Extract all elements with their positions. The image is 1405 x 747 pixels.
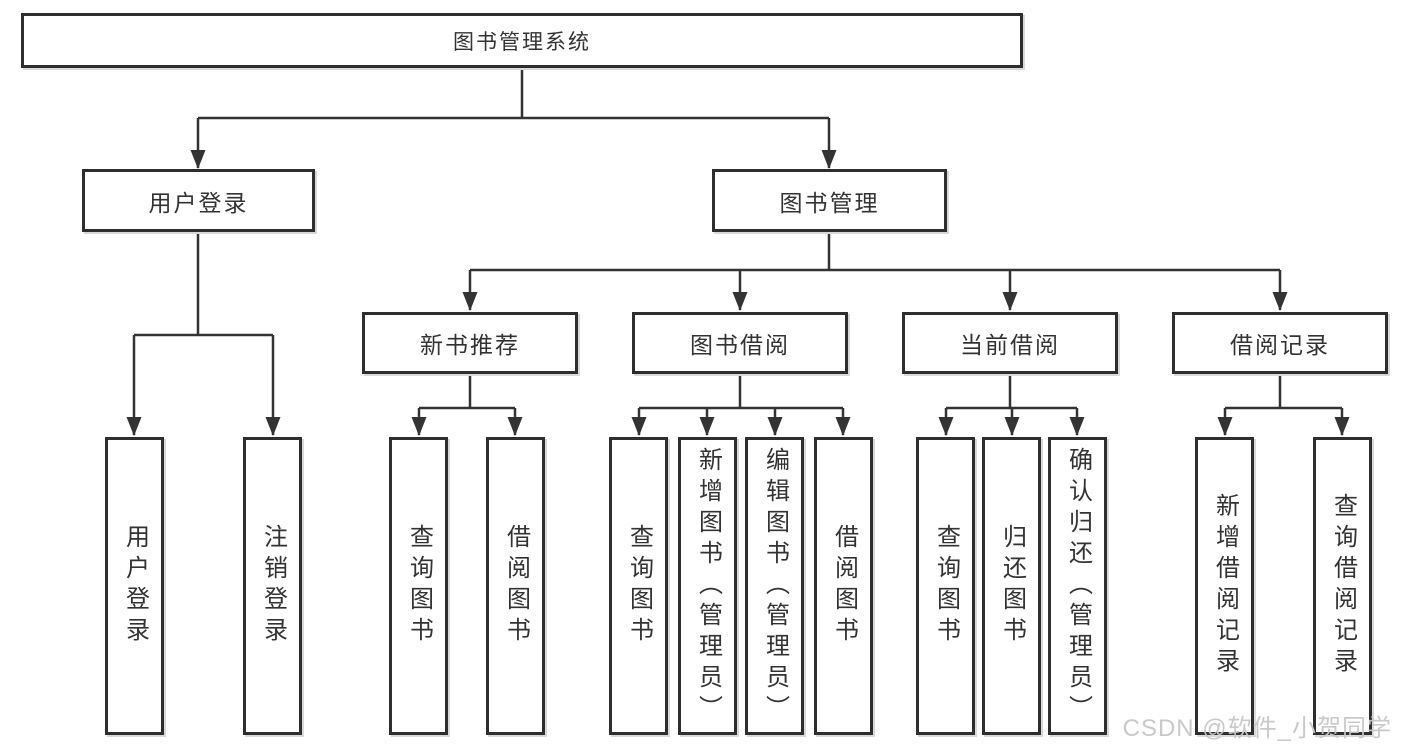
leaf-logout: 注销登录 [243,437,302,735]
node-label: 注销登录 [259,524,287,648]
node-label: 新增借阅记录 [1211,493,1239,679]
node-label: 查询借阅记录 [1329,493,1357,679]
leaf-return-book: 归还图书 [982,437,1041,735]
node-label: 新增图书（管理员） [694,446,722,726]
node-label: 用户登录 [121,524,149,648]
leaf-add-book-admin: 新增图书（管理员） [678,437,737,735]
node-label: 借阅图书 [502,524,530,648]
node-root-system: 图书管理系统 [21,13,1023,68]
connector-book-mgmt-branch [462,232,1288,311]
node-label: 查询图书 [405,524,433,648]
connector-book-borrow-branch [631,374,851,436]
csdn-watermark: CSDN @软件_小贺同学 [1122,715,1392,742]
leaf-borrow-books-recommend: 借阅图书 [486,437,545,735]
node-label: 确认归还（管理员） [1064,446,1092,726]
connector-user-login-branch [126,232,281,436]
leaf-query-books-borrowing: 查询图书 [609,437,668,735]
node-book-management: 图书管理 [712,169,947,232]
leaf-user-login: 用户登录 [105,437,164,735]
connector-new-book-branch [411,374,523,436]
connector-root-to-level2 [190,68,837,169]
leaf-add-borrow-record: 新增借阅记录 [1195,437,1254,735]
node-book-borrowing: 图书借阅 [632,312,848,374]
node-label: 借阅记录 [1230,332,1330,358]
leaf-query-books-current: 查询图书 [916,437,975,735]
node-label: 归还图书 [998,524,1026,648]
node-label: 新书推荐 [420,332,520,358]
node-label: 用户登录 [148,189,249,216]
leaf-query-books-recommend: 查询图书 [389,437,448,735]
node-label: 图书借阅 [690,332,790,358]
node-new-book-recommend: 新书推荐 [362,312,578,374]
leaf-edit-book-admin: 编辑图书（管理员） [745,437,804,735]
leaf-borrow-books-borrowing: 借阅图书 [814,437,873,735]
node-label: 图书管理 [779,189,880,216]
node-user-login: 用户登录 [82,169,315,232]
connector-current-borrow-branch [938,374,1085,436]
node-borrowing-records: 借阅记录 [1172,312,1388,374]
node-label: 借阅图书 [830,524,858,648]
node-label: 当前借阅 [960,332,1060,358]
node-label: 图书管理系统 [453,30,591,54]
node-label: 查询图书 [625,524,653,648]
connector-borrow-record-branch [1217,374,1350,436]
leaf-query-borrow-record: 查询借阅记录 [1313,437,1372,735]
node-label: 编辑图书（管理员） [761,446,789,726]
leaf-confirm-return-admin: 确认归还（管理员） [1048,437,1107,735]
node-current-borrowing: 当前借阅 [902,312,1118,374]
node-label: 查询图书 [932,524,960,648]
